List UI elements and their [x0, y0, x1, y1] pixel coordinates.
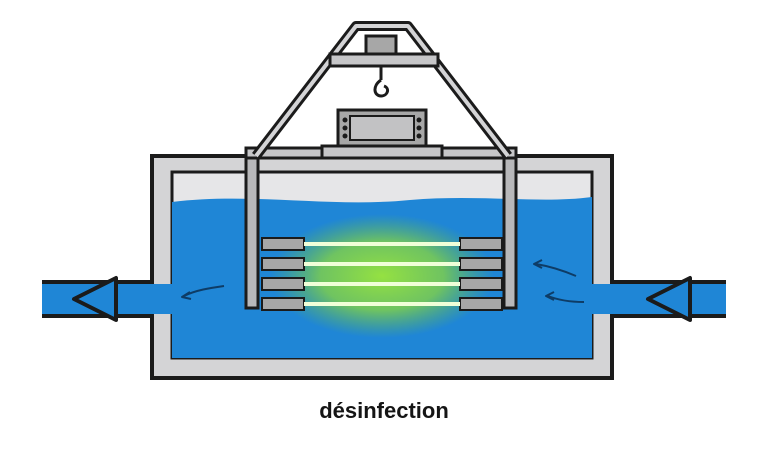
flow-arrow-icon — [545, 291, 585, 303]
crane-hook-icon — [373, 66, 390, 98]
inlet-arrow-icon — [646, 276, 692, 322]
control-box — [320, 108, 444, 160]
rack-left-post — [244, 146, 260, 310]
inlet-opening — [588, 284, 616, 314]
flow-arrows — [181, 259, 585, 303]
outlet-arrow-icon — [72, 276, 118, 322]
uv-lamp — [261, 257, 503, 271]
outlet-pipe — [42, 276, 154, 322]
uv-glow — [270, 214, 494, 338]
uv-lamp — [261, 237, 503, 251]
hoist-block — [364, 34, 398, 56]
diagram-caption: désinfection — [319, 398, 449, 423]
rack-right-post — [502, 146, 518, 310]
outlet-opening — [148, 284, 176, 314]
uv-lamp — [261, 297, 503, 311]
uv-lamp — [261, 277, 503, 291]
lifting-frame — [252, 21, 512, 160]
inlet-pipe — [612, 276, 726, 322]
crossbar — [328, 52, 440, 68]
flow-arrow-icon — [533, 259, 577, 277]
uv-lamps — [261, 237, 503, 311]
flow-arrow-icon — [181, 285, 225, 300]
